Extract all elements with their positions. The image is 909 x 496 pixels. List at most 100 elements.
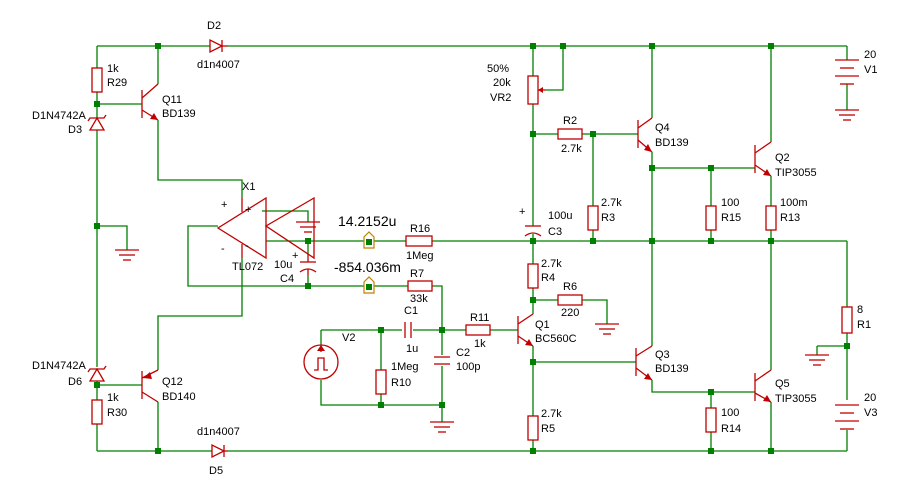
transistor-q1[interactable] xyxy=(517,313,534,347)
label-d3-model: D1N4742A xyxy=(32,110,86,122)
battery-v3[interactable] xyxy=(835,404,859,430)
label-q5: Q5 xyxy=(775,378,790,390)
label-c2-value: 100p xyxy=(456,361,480,373)
label-r15-value: 100 xyxy=(721,197,739,209)
wires xyxy=(96,45,848,452)
label-c4-value: 10u xyxy=(274,259,292,271)
polarity-marks: + - + - + + xyxy=(221,199,525,262)
label-r1: R1 xyxy=(857,319,871,331)
battery-v1[interactable] xyxy=(835,59,859,85)
capacitor-c4[interactable] xyxy=(299,255,317,275)
label-probe-bottom-value: -854.036m xyxy=(334,259,401,275)
label-q4: Q4 xyxy=(655,122,670,134)
label-v1: V1 xyxy=(864,64,877,76)
opamp-x1[interactable] xyxy=(216,196,315,260)
resistor-r3[interactable] xyxy=(587,205,599,231)
opamp-bottom-minus-mark: - xyxy=(245,240,249,252)
label-vr2: VR2 xyxy=(490,92,511,104)
label-r30: R30 xyxy=(107,407,127,419)
resistor-r2[interactable] xyxy=(557,128,583,140)
label-q3: Q3 xyxy=(655,349,670,361)
label-r7-value: 33k xyxy=(410,293,428,305)
capacitor-c3[interactable] xyxy=(524,225,542,237)
label-d2-model: d1n4007 xyxy=(197,59,240,71)
label-r16-value: 1Meg xyxy=(406,250,434,262)
transistor-q5[interactable] xyxy=(754,369,772,403)
label-q2: Q2 xyxy=(775,152,790,164)
label-r4: R4 xyxy=(541,272,555,284)
pulse-source-v2[interactable] xyxy=(303,344,339,380)
resistor-r30[interactable] xyxy=(91,399,103,425)
label-r29-value: 1k xyxy=(107,63,119,75)
opamp-top-plus-mark: + xyxy=(245,204,251,216)
label-r13: R13 xyxy=(780,212,800,224)
label-r5: R5 xyxy=(541,423,555,435)
label-v3-value: 20 xyxy=(864,392,876,404)
transistor-q2[interactable] xyxy=(754,141,772,177)
label-d2: D2 xyxy=(207,20,221,32)
diode-d2[interactable] xyxy=(209,38,228,54)
label-q11: Q11 xyxy=(162,94,182,106)
label-q11-model: BD139 xyxy=(162,108,196,120)
potentiometer-vr2[interactable] xyxy=(527,75,545,105)
opamp-minus-mark: - xyxy=(221,243,225,255)
zener-d3[interactable] xyxy=(87,114,107,131)
label-q3-model: BD139 xyxy=(655,363,689,375)
label-r4-value: 2.7k xyxy=(541,258,562,270)
label-v3: V3 xyxy=(864,407,877,419)
label-r29: R29 xyxy=(107,77,127,89)
labels: D2 d1n4007 1k R29 D1N4742A D3 Q11 BD139 … xyxy=(32,20,877,477)
label-r10-value: 1Meg xyxy=(391,361,419,373)
zener-d6[interactable] xyxy=(87,365,107,382)
transistor-q3[interactable] xyxy=(635,345,653,381)
label-c1-value: 1u xyxy=(406,343,418,355)
resistor-r10[interactable] xyxy=(375,369,387,395)
label-r10: R10 xyxy=(391,377,411,389)
resistor-r6[interactable] xyxy=(557,294,583,306)
transistor-q11[interactable] xyxy=(141,83,159,121)
opamp-plus-mark: + xyxy=(221,199,227,211)
label-q1: Q1 xyxy=(535,319,550,331)
label-r1-value: 8 xyxy=(857,304,863,316)
resistor-r29[interactable] xyxy=(91,67,103,93)
resistor-r11[interactable] xyxy=(465,324,491,336)
label-d5-model: d1n4007 xyxy=(197,426,240,438)
capacitor-c1[interactable] xyxy=(404,322,412,338)
transistor-q4[interactable] xyxy=(637,117,653,153)
label-r5-value: 2.7k xyxy=(541,408,562,420)
resistor-r5[interactable] xyxy=(527,415,539,441)
label-r11-value: 1k xyxy=(474,338,486,350)
label-q4-model: BD139 xyxy=(655,137,689,149)
label-probe-top-value: 14.2152u xyxy=(338,213,396,229)
resistor-r16[interactable] xyxy=(405,235,433,247)
resistor-r14[interactable] xyxy=(705,407,717,433)
label-r2: R2 xyxy=(563,115,577,127)
label-d6-model: D1N4742A xyxy=(32,360,86,372)
resistor-r4[interactable] xyxy=(527,263,539,289)
resistor-r7[interactable] xyxy=(407,280,433,292)
label-r30-value: 1k xyxy=(107,392,119,404)
label-v2: V2 xyxy=(342,332,355,344)
resistor-r1[interactable] xyxy=(841,306,853,334)
label-r3: R3 xyxy=(601,212,615,224)
voltage-probe-bottom[interactable] xyxy=(363,276,375,294)
transistor-q12[interactable] xyxy=(141,369,159,403)
resistor-r15[interactable] xyxy=(705,205,717,231)
label-c3: C3 xyxy=(548,226,562,238)
label-r7: R7 xyxy=(410,268,424,280)
label-c4: C4 xyxy=(280,273,294,285)
label-r3-value: 2.7k xyxy=(601,197,622,209)
ground-symbols xyxy=(115,109,859,433)
label-c1: C1 xyxy=(404,305,418,317)
c3-plus-mark: + xyxy=(519,206,525,218)
label-c2: C2 xyxy=(456,347,470,359)
label-r13-value: 100m xyxy=(780,197,808,209)
capacitor-c2[interactable] xyxy=(434,356,450,365)
diode-d5[interactable] xyxy=(211,443,228,459)
resistor-r13[interactable] xyxy=(765,205,777,231)
label-vr2-value: 20k xyxy=(493,77,511,89)
label-r14: R14 xyxy=(721,423,741,435)
label-q2-model: TIP3055 xyxy=(775,167,817,179)
voltage-probe-top[interactable] xyxy=(363,231,375,249)
